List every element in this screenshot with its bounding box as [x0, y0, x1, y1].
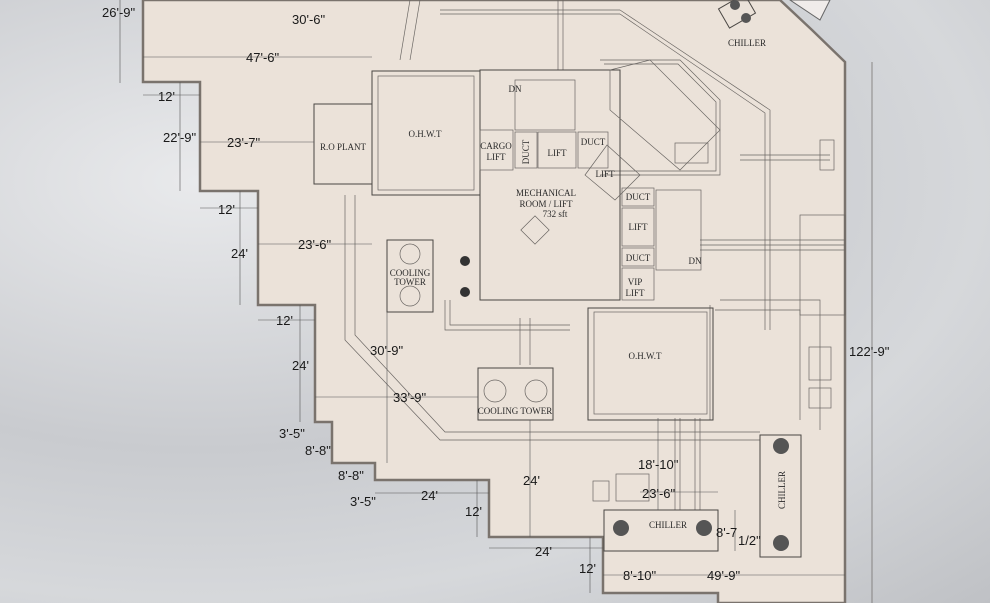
chiller-bottom: CHILLER	[603, 509, 719, 552]
room-label: LIFT	[629, 222, 649, 232]
dimension-label: 12'	[465, 504, 482, 519]
room-label: CHILLER	[649, 520, 687, 530]
dimension-label: 8'-8"	[305, 443, 331, 458]
dimension-label: 24'	[421, 488, 438, 503]
room-label: MECHANICAL	[516, 188, 576, 198]
room-area: 732 sft	[543, 209, 568, 219]
chiller-top: CHILLER	[717, 0, 766, 48]
ro-plant: R.O PLANT	[313, 103, 373, 185]
room-label: LIFT	[548, 148, 568, 158]
dimension-label: 49'-9"	[707, 568, 741, 583]
dimension-label: 3'-5"	[279, 426, 305, 441]
dimension-label: 24'	[231, 246, 248, 261]
door	[789, 0, 831, 21]
dimension-label: 8'-7	[716, 525, 737, 540]
floor-area	[141, 0, 847, 603]
room-label: TOWER	[394, 277, 426, 287]
dimension-label: 23'-7"	[227, 135, 261, 150]
dimension-label: 24'	[523, 473, 540, 488]
room-label: LIFT	[596, 169, 616, 179]
dimension-label: 47'-6"	[246, 50, 280, 65]
dimension-label: 8'-8"	[338, 468, 364, 483]
chiller-right: CHILLER	[759, 434, 802, 558]
dimension-label: 23'-6"	[298, 237, 332, 252]
room-label: DUCT	[626, 192, 651, 202]
room-label: CARGO	[480, 141, 512, 151]
equipment	[592, 346, 832, 502]
dimension-label: 1/2"	[738, 533, 761, 548]
dimension-label: 18'-10"	[638, 457, 679, 472]
dimension-label: 12'	[276, 313, 293, 328]
room-label: LIFT	[626, 288, 646, 298]
dimension-label: 8'-10"	[623, 568, 657, 583]
room-label: COOLING TOWER	[478, 406, 552, 416]
room-label: R.O PLANT	[320, 142, 367, 152]
room-label: CHILLER	[777, 471, 787, 509]
dimension-label: 3'-5"	[350, 494, 376, 509]
core: DN CARGO LIFT DUCT LIFT DUCT LIFT DUCT L…	[479, 59, 721, 301]
room-label: DUCT	[626, 253, 651, 263]
dimension-label: 12'	[579, 561, 596, 576]
room-label: LIFT	[487, 152, 507, 162]
dimension-label: 122'-9"	[849, 344, 890, 359]
dimension-label: 26'-9"	[102, 5, 136, 20]
dimension-label: 23'-6"	[642, 486, 676, 501]
room-label: ROOM / LIFT	[519, 199, 573, 209]
dimension-label: 22'-9"	[163, 130, 197, 145]
room-label: VIP	[628, 277, 643, 287]
room-label: DUCT	[521, 139, 531, 164]
dimension-labels: 26'-9" 30'-6" 47'-6" 12' 22'-9" 23'-7" 1…	[102, 5, 890, 583]
dimension-label: 24'	[535, 544, 552, 559]
dimension-label: 24'	[292, 358, 309, 373]
room-label: CHILLER	[728, 38, 766, 48]
room-label: COOLING	[390, 268, 431, 278]
dimension-label: 30'-9"	[370, 343, 404, 358]
ohwt-bottom: O.H.W.T	[587, 307, 714, 421]
cooling-tower-1: COOLING TOWER	[386, 239, 470, 313]
room-label: O.H.W.T	[629, 351, 662, 361]
dimension-lines	[119, 0, 845, 593]
dimension-label: 12'	[218, 202, 235, 217]
room-label: DUCT	[581, 137, 606, 147]
dn-label: DN	[689, 256, 702, 266]
dimension-label: 30'-6"	[292, 12, 326, 27]
cooling-tower-2: COOLING TOWER	[477, 367, 554, 421]
dimension-label: 33'-9"	[393, 390, 427, 405]
dimension-label: 12'	[158, 89, 175, 104]
room-label: O.H.W.T	[409, 129, 442, 139]
dn-label: DN	[509, 84, 522, 94]
